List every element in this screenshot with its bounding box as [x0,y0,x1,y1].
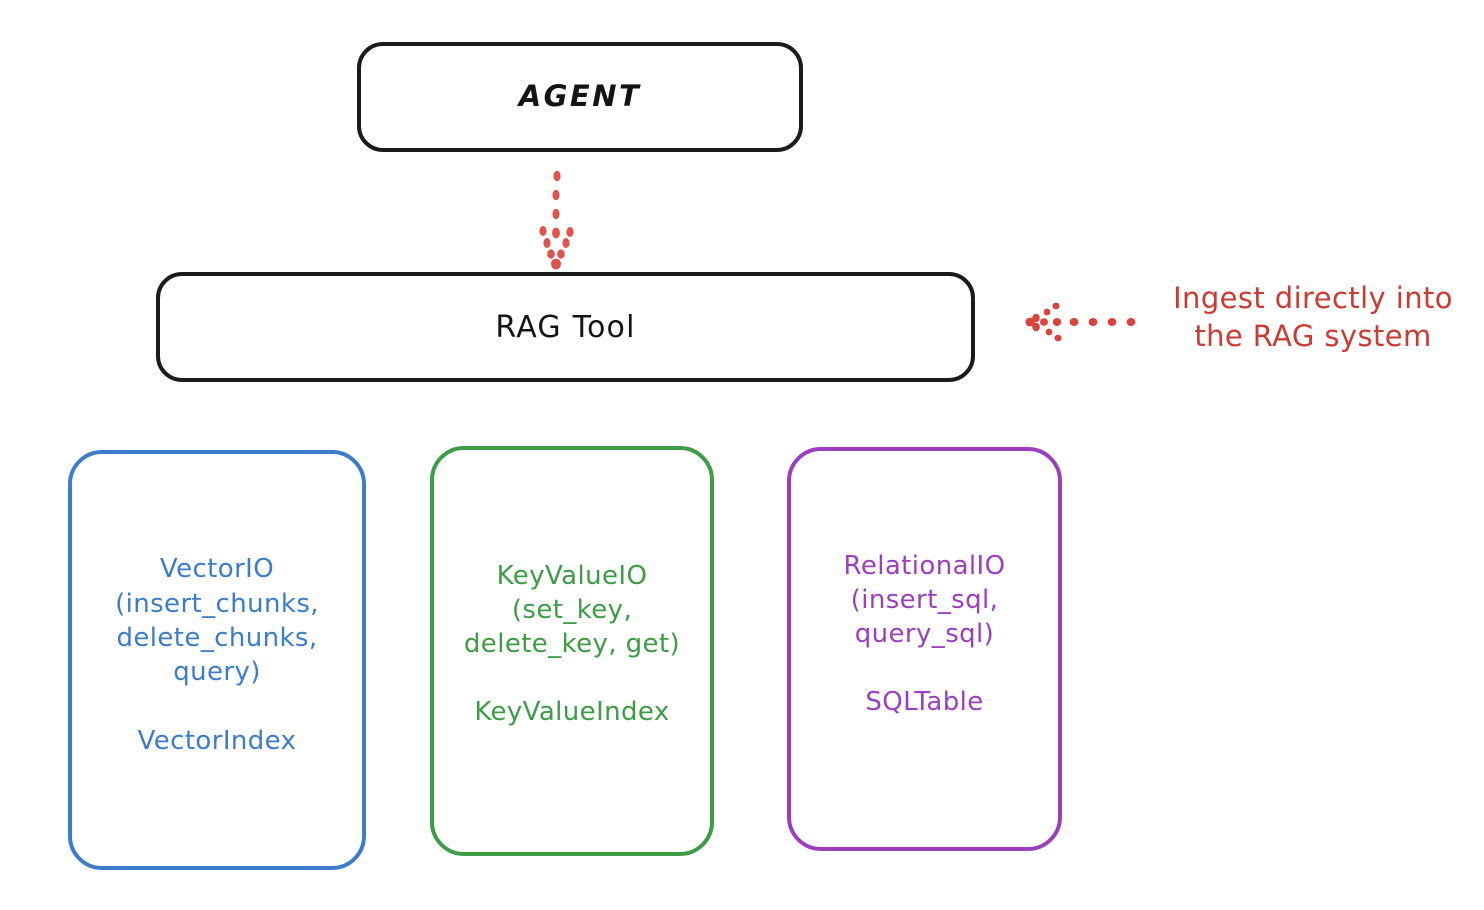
node-vector-io-api-label: VectorIO (insert_chunks, delete_chunks, … [115,554,319,688]
node-relational-io[interactable]: RelationalIO (insert_sql, query_sql) SQL… [787,447,1062,851]
node-relational-io-index-label: SQLTable [865,687,984,718]
node-key-value-io[interactable]: KeyValueIO (set_key, delete_key, get) Ke… [430,446,714,856]
agent-to-rag-tool-arrow [539,170,574,270]
node-agent[interactable]: AGENT [357,42,803,152]
annotation-ingest-directly: Ingest directly into the RAG system [1173,281,1453,353]
node-rag-tool[interactable]: RAG Tool [156,272,975,382]
annotation-to-rag-tool-arrow [1025,302,1136,342]
node-key-value-io-content: KeyValueIO (set_key, delete_key, get) Ke… [434,559,710,728]
node-rag-tool-label: RAG Tool [495,309,636,345]
node-relational-io-api-label: RelationalIO (insert_sql, query_sql) [843,550,1006,650]
node-vector-io-content: VectorIO (insert_chunks, delete_chunks, … [72,552,362,755]
node-vector-io-index-label: VectorIndex [137,725,297,756]
node-relational-io-content: RelationalIO (insert_sql, query_sql) SQL… [791,549,1058,718]
node-vector-io[interactable]: VectorIO (insert_chunks, delete_chunks, … [68,450,366,870]
node-agent-label: AGENT [518,79,642,114]
node-key-value-io-index-label: KeyValueIndex [474,697,670,728]
node-key-value-io-api-label: KeyValueIO (set_key, delete_key, get) [463,560,681,660]
